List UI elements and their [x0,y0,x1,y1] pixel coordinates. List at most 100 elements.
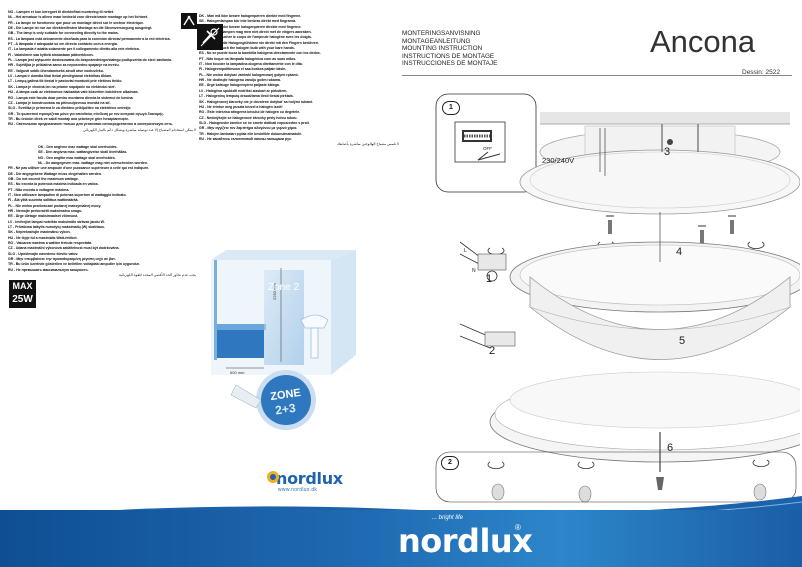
warning-text: LT - Halogeninę lemputę draudžiama liest… [199,94,294,99]
warning-text: DE - Die Lampe ist nur zur direkten/fest… [8,26,153,31]
warning-text: LV - Lampa ir domāta tikai tiešai pieslē… [8,74,113,79]
warning-text: DE - Man darf die Halogenglühbirne nie d… [199,40,319,45]
instruction-title: MONTAGEANLEITUNG [402,37,471,45]
warning-text: SK - Lampa je vhodná len na priame napáj… [8,84,116,89]
warning-text: IT - La lampada è adatta solamente per i… [8,47,140,52]
zone-badge-text: ZONE [270,387,302,403]
warning-text: DK - Man må ikke berøre halogenpæren dir… [199,14,302,18]
brand-tagline: ... bright life [432,515,464,521]
footer-band [0,510,802,567]
warning-text: HU - Ne érintse meg puszta kézzel a halo… [199,104,283,109]
warning-text: SE - Den angivna max. wattangivelse skal… [38,150,128,155]
instruction-title: MOUNTING INSTRUCTION [402,45,483,53]
warning-text: RU - Светильник предназначен только для … [8,122,174,127]
warning-text: GR - Μην αγγίζετε τον λαμπτήρα αλογόνου … [199,126,298,131]
warning-text: GB - Do not exceed the maximum wattage. [8,176,79,181]
warning-text: PL - Nie wolno przekraczać podanej maksy… [8,203,102,208]
warning-text: ES - No exceda la potencia máxima indica… [8,182,99,187]
warnings-column-left: NO - Lampen er kun beregnet til direkte/… [8,10,196,420]
warning-text: CZ - Nedotýkejte se halogenové žárovky p… [199,115,298,120]
bathroom-zone-illustration: 2250 mm 600 mm Zone 2 ZONE 2+3 [211,250,356,430]
warning-text: PT - A lâmpada é adequada só em directo … [8,42,118,47]
warning-text: HR - Nemojte prekoračiti maksimalnu snag… [8,209,83,214]
warning-text: ES - No se puede tocar la bombilla halóg… [199,51,321,56]
warning-text: GR - Μην υπερβαίνετε την προκαθορισμένη … [8,257,116,262]
warning-text: HU - A lámpa csak az elektromos hálózatb… [8,90,139,95]
warning-text: NL - Het armatuur is alleen maar bedoeld… [8,15,148,20]
warning-text: OK - Den angivne max wattage skal overho… [38,144,118,149]
warning-text: RO - Valoarea maxima a wattior trebuie r… [8,241,92,246]
wire-label-n: N [472,268,476,274]
warning-text: SK - Halogénovej žiarovky nie je dovolen… [199,99,314,104]
warning-text: TR - Bu ürün üzerinde gösterilen ve beli… [8,262,140,267]
warning-text: LT - Privaloma laikytis nurodytų maksima… [8,225,105,230]
registered-mark: ® [515,523,521,532]
warning-text: HR - Ne dodirujte halogenu žarulju golim… [199,78,281,83]
warning-text: SLO - Upoštevajte navedeno število vatov… [8,251,79,256]
warning-text: SE - Halogenlampan bör inte beröras dire… [199,19,296,24]
warning-text: FR - Ne pas utiliser une ampoule d'une p… [8,166,150,171]
warnings-column-middle: DK - Man må ikke berøre halogenpæren dir… [199,14,399,224]
callout-5: 5 [679,335,686,347]
watt-label: 25W [12,294,33,305]
instruction-title: MONTERINGSANVISNING [402,30,481,37]
warning-text: FI - Älä ylitä suurinta sallittua wattim… [8,198,79,203]
warning-text: RU - Не превышать максимальную мощность. [8,267,89,272]
width-dimension-label: 600 mm [230,370,245,375]
callout-wire-2: 2 [489,345,496,357]
warning-text: IT - Non toccare la lampadina alogena di… [199,62,303,67]
warning-text: TR - Halojen lambaları çıplak elle kesin… [199,131,302,136]
zone-text: Zone 2 [268,282,300,293]
callout-4: 4 [676,246,683,258]
callout-wire-1: 1 [486,273,493,285]
warning-text: EE - Ärge katsuge halogeenpirni paljaste… [199,83,280,88]
max-wattage-badge: MAX 25W [9,280,36,308]
mains-connection-icon [181,13,197,29]
instruction-title: INSTRUCTIONS DE MONTAGE [402,52,495,60]
warning-text: يجب عدم تجاوز الحد الأقصى المحدد للقوة ا… [119,273,196,278]
warning-text: NO - Den angitte max wattage skal overho… [38,155,116,160]
off-label: OFF [483,146,492,151]
assembly-diagram [435,93,800,503]
step-1-label: 1 [442,101,460,115]
warning-text: NO - Man må ikke berøre halogenpæren dir… [199,24,302,29]
zone-badge-number: 2+3 [274,401,296,418]
brand-logo-text: nordlux [398,522,533,560]
warning-text: ES - La lámpara está únicamente diseñada… [8,36,171,41]
wire-label-l: L [464,248,467,254]
warning-text: CZ - Lampa je konstruována na přímou/pev… [8,100,111,105]
callout-6: 6 [667,442,674,454]
warning-text: EE - Ärge ületage maksimaalset võimsust. [8,214,79,219]
warning-text: FI - Halogeenipolttimoon ei saa koskea p… [199,67,287,72]
warning-text: DE - Die angegebene Wattage muss eingeha… [8,171,102,176]
warning-text: CZ - Udaná maximální výkonová zatížiteln… [8,246,120,251]
max-label: MAX [12,281,33,291]
warning-text: IT - Non utilizzare lampadine di potenza… [8,193,127,197]
warning-text: SLO - Halogenske žarnice se ne smete dot… [199,120,310,125]
warning-text: RO - Este interzisa atingerea becului de… [199,110,300,115]
warning-text: TR - Bu ürünün direk ve sabit montajı an… [8,116,129,121]
warning-text: لا تلمس مصباح الهالوجين مباشرة بأصابعك [336,142,399,147]
warning-text: HR - Svjetiljka je prikladna samo za nep… [8,63,120,68]
warning-text: FI - Valaisimen saa kytkeä ainoastaan pä… [8,52,94,57]
warning-text: NL - Halogeenlampen mag men niet direct … [199,30,312,35]
drawing-number: Dessin: 2522 [742,69,780,76]
warning-text: HU - Ne lépje túl a maximális Watt-érték… [8,235,78,240]
warning-text: RU - Не касайтесь галогеновой лампы паль… [199,136,292,141]
warning-text: NL - De aangegeven max. wattage mag niet… [38,160,148,165]
warning-text: PL - Nie wolno dotykać żarówki halogenow… [199,72,299,77]
callout-3: 3 [664,146,671,158]
small-brand-mark [267,471,279,483]
no-touch-bulb-icon [197,24,223,50]
warning-text: LV - Ievērojiet lampai noteikto maksimāl… [8,219,105,224]
warning-text: SK - Neprekračujte maximálnu výkon. [8,230,71,235]
warning-text: LV - Halogēna spuldzīti nedrīkst aizskar… [199,88,288,93]
warning-text: GR - Το φωτιστικό προορίζεται μόνο για α… [8,111,165,116]
instruction-title: INSTRUCCIONES DE MONTAJE [402,60,498,68]
website-url: www.nordlux.dk [278,487,318,493]
warning-text: لا يمكن استخدام المصباح إلا عند توصيله م… [82,127,196,132]
step-2-label: 2 [441,456,459,470]
warning-text: SLO - Svetilka je primerna le za direktn… [8,106,132,111]
warning-text: FR - La lampe ne fonctionne que pour un … [8,20,144,25]
